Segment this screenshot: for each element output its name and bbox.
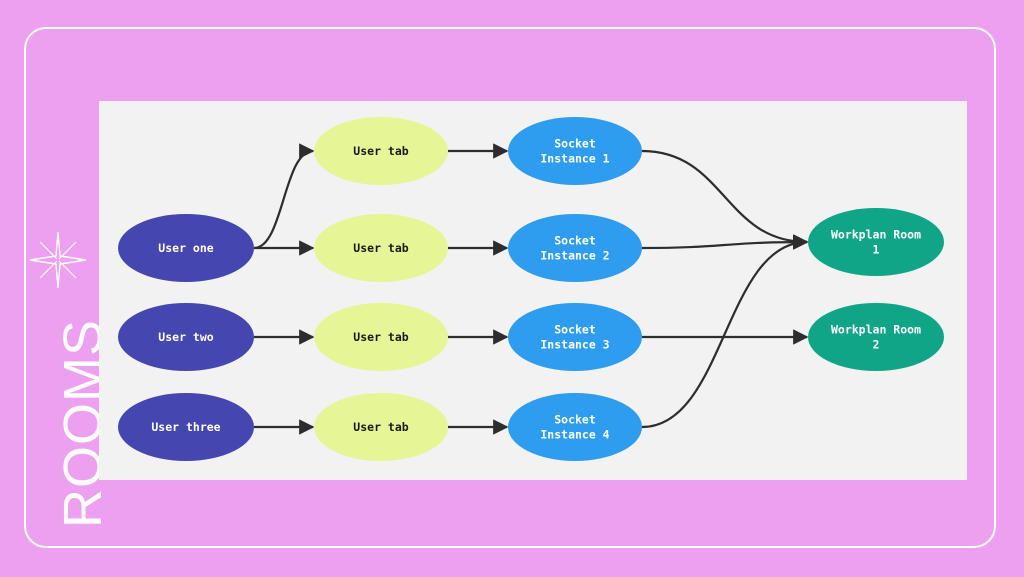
node-label-socket-4: Instance 4 [540,428,609,442]
edge-socket-1-to-room-1 [641,149,809,250]
node-shape-socket-4 [508,393,642,461]
node-label-room-2: Workplan Room [831,323,921,337]
node-shape-socket-2 [508,214,642,282]
outer-frame [24,27,996,548]
node-label-room-2: 2 [873,338,880,352]
node-label-user-two: User two [158,330,213,344]
node-label-user-three: User three [151,420,220,434]
node-shape-tab-3 [314,303,448,371]
node-label-socket-1: Instance 1 [540,152,609,166]
node-shape-user-three [118,393,254,461]
node-shape-tab-1 [314,117,448,185]
node-shape-room-1 [808,208,944,276]
node-label-user-one: User one [158,241,213,255]
node-label-socket-1: Socket [554,137,596,151]
node-label-socket-2: Instance 2 [540,249,609,263]
node-tab-2: User tab [314,214,448,282]
node-label-room-1: 1 [873,243,880,257]
node-user-three: User three [118,393,254,461]
node-tab-4: User tab [314,393,448,461]
node-label-socket-4: Socket [554,413,596,427]
node-label-tab-1: User tab [353,144,408,158]
node-shape-tab-2 [314,214,448,282]
node-tab-1: User tab [314,117,448,185]
node-shape-socket-3 [508,303,642,371]
node-user-one: User one [118,214,254,282]
node-user-two: User two [118,303,254,371]
node-shape-user-one [118,214,254,282]
edge-socket-4-to-room-1 [641,234,809,429]
node-label-tab-3: User tab [353,330,408,344]
node-label-socket-2: Socket [554,234,596,248]
node-shape-tab-4 [314,393,448,461]
node-label-socket-3: Socket [554,323,596,337]
node-label-tab-4: User tab [353,420,408,434]
node-label-room-1: Workplan Room [831,228,921,242]
node-label-socket-3: Instance 3 [540,338,609,352]
edge-socket-2-to-room-1 [641,234,809,250]
sparkle-icon [29,231,87,289]
node-tab-3: User tab [314,303,448,371]
node-label-tab-2: User tab [353,241,408,255]
edge-user-one-to-tab-1 [253,143,315,250]
node-shape-user-two [118,303,254,371]
node-shape-socket-1 [508,117,642,185]
node-shape-room-2 [808,303,944,371]
